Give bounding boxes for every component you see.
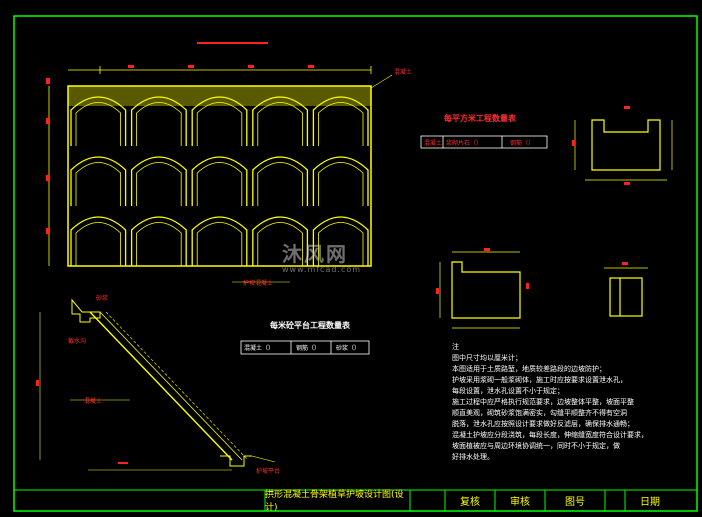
section-label-3: 护坡平台 [256, 468, 281, 475]
arch-cell-inner [257, 102, 303, 146]
notes-line: 本图适用于土质路堑，地质较差路段的边坡防护； [452, 365, 606, 373]
notes-heading: 注 [452, 343, 459, 351]
section-detail-small [604, 267, 648, 317]
arch-cell [130, 216, 187, 266]
watermark-brand: 沐风网 [282, 242, 348, 266]
watermark: 沐风网 www.mfcad.com [282, 238, 361, 274]
arch-cell-inner [75, 162, 121, 206]
arch-cell [252, 216, 309, 266]
arch-cell [312, 96, 369, 146]
arch-cell-inner [196, 102, 243, 146]
table2-title: 每米砼平台工程数量表 [270, 321, 350, 330]
arch-cell-inner [75, 102, 121, 146]
table2-header-3: 砂浆（） [336, 345, 361, 352]
quantity-table-1 [420, 135, 548, 149]
table2-header-2: 钢筋（） [296, 345, 321, 352]
date-label: 日期 [640, 496, 660, 508]
arch-cell-inner [318, 162, 364, 206]
drawing-title: 拱形混凝土骨架植草护坡设计图(设计) [265, 490, 404, 513]
notes-line: 混凝土护坡应分段浇筑，每段长度，伸缩缝宽度符合设计要求， [452, 431, 648, 439]
arch-cell [191, 156, 248, 206]
design-notes: 注 图中尺寸均以厘米计； 本图适用于土质路堑，地质较差路段的边坡防护； 护坡采用… [452, 342, 648, 463]
section-detail-upper-right [574, 119, 673, 181]
arch-cell [130, 156, 187, 206]
notes-line: 护坡采用浆砌一般浆砌体，施工时应按要求设置泄水孔， [452, 376, 627, 384]
table1-header-2: 浆砌片石（） [446, 140, 483, 147]
arch-cell-inner [196, 162, 243, 206]
notes-line: 每段设置，泄水孔设置不小于规定； [452, 387, 564, 395]
table2-header-1: 混凝土（） [244, 345, 275, 352]
arch-cell-inner [196, 222, 243, 266]
arch-cell-inner [318, 222, 364, 266]
arch-cell [191, 216, 248, 266]
arch-cell-inner [257, 222, 303, 266]
section-label-2: 截水沟 [68, 338, 87, 345]
arch-cell-inner [136, 222, 182, 266]
side-label: 混凝土 [394, 69, 413, 76]
arch-cell-inner [318, 102, 364, 146]
section-label-1: 砂浆 [96, 295, 109, 302]
arch-cell [252, 156, 309, 206]
quantity-table-2 [240, 340, 370, 355]
arch-cell-inner [75, 222, 121, 266]
arch-cell-inner [257, 162, 303, 206]
arch-cell [130, 96, 187, 146]
notes-line: 脱落，泄水孔应按照设计要求做好反滤层，确保排水通畅； [452, 420, 634, 428]
table1-title: 每平方米工程数量表 [444, 114, 516, 123]
arch-cell [70, 156, 127, 206]
watermark-url: www.mfcad.com [282, 265, 362, 274]
embed-label: 护坡混凝土 [243, 280, 274, 287]
arch-cell [70, 216, 127, 266]
notes-line: 顺直美观，砌筑砂浆饱满密实，勾缝平顺整齐不得有空洞 [452, 409, 627, 417]
notes-line: 图中尺寸均以厘米计； [452, 354, 522, 362]
section-detail-middle [439, 251, 521, 329]
check-label: 复核 [460, 496, 480, 508]
arch-cell [191, 96, 248, 146]
arch-cell [312, 216, 369, 266]
table1-header-3: 钢筋（） [510, 140, 535, 147]
arch-cell [70, 96, 127, 146]
review-label: 审核 [510, 496, 530, 508]
slope-section-view [39, 298, 276, 471]
arch-cell-inner [136, 102, 182, 146]
drawing-frame [13, 15, 698, 512]
notes-line: 好排水处理。 [452, 453, 494, 461]
arch-cell [312, 156, 369, 206]
notes-line: 坡面植被应与周边环境协调统一，同时不小于规定，做 [452, 442, 620, 450]
section-label-0: 混凝土 [84, 398, 103, 405]
title-block [14, 489, 697, 511]
arch-cell-inner [136, 162, 182, 206]
sheet-no-label: 图号 [565, 496, 585, 508]
arch-cell [252, 96, 309, 146]
notes-line: 施工过程中应严格执行规范要求，边坡整体平整，坡面平整 [452, 398, 634, 406]
table1-header-1: 混凝土 [424, 140, 443, 147]
